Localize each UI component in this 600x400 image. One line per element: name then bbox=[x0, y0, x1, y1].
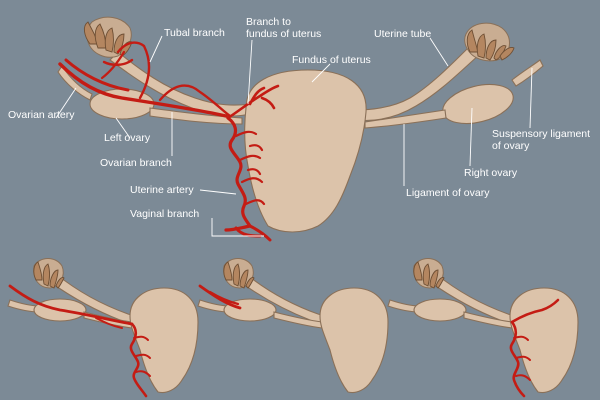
left-suspensory-ligament bbox=[57, 65, 93, 101]
variant-diagram-2 bbox=[197, 257, 389, 394]
main-uterus-diagram: Tubal branch Branch to fundus of uterus … bbox=[8, 16, 590, 242]
right-ovary bbox=[442, 83, 514, 125]
left-ligament-of-ovary bbox=[149, 107, 243, 125]
variant-diagram-3 bbox=[387, 257, 579, 398]
variant-diagram-1 bbox=[7, 257, 199, 398]
label-fundus-of-uterus: Fundus of uterus bbox=[292, 54, 371, 66]
tubal-branch bbox=[102, 41, 151, 100]
left-fimbriae bbox=[83, 16, 133, 58]
label-vaginal-branch: Vaginal branch bbox=[130, 208, 199, 220]
label-uterine-artery: Uterine artery bbox=[130, 184, 194, 196]
ovarian-artery bbox=[58, 62, 228, 118]
label-right-ovary: Right ovary bbox=[464, 167, 518, 179]
branch-to-fundus bbox=[226, 84, 280, 120]
right-ligament-of-ovary bbox=[364, 109, 447, 129]
main-arteries bbox=[58, 41, 280, 242]
label-suspensory-ligament-2: of ovary bbox=[492, 140, 530, 152]
label-branch-to-fundus-1: Branch to bbox=[246, 16, 291, 28]
label-left-ovary: Left ovary bbox=[104, 132, 151, 144]
left-ovary bbox=[89, 88, 155, 120]
label-ovarian-branch: Ovarian branch bbox=[100, 157, 172, 169]
leader-lines bbox=[55, 35, 533, 237]
label-branch-to-fundus-2: fundus of uterus bbox=[246, 28, 321, 40]
label-suspensory-ligament-1: Suspensory ligament bbox=[492, 128, 590, 140]
right-fimbriae bbox=[464, 22, 515, 62]
label-ovarian-artery: Ovarian artery bbox=[8, 109, 75, 121]
ovarian-artery-upper bbox=[64, 58, 130, 92]
label-uterine-tube: Uterine tube bbox=[374, 28, 431, 40]
label-tubal-branch: Tubal branch bbox=[164, 27, 225, 39]
right-suspensory-ligament bbox=[511, 59, 544, 87]
label-ligament-of-ovary: Ligament of ovary bbox=[406, 187, 490, 199]
main-labels: Tubal branch Branch to fundus of uterus … bbox=[8, 16, 590, 220]
